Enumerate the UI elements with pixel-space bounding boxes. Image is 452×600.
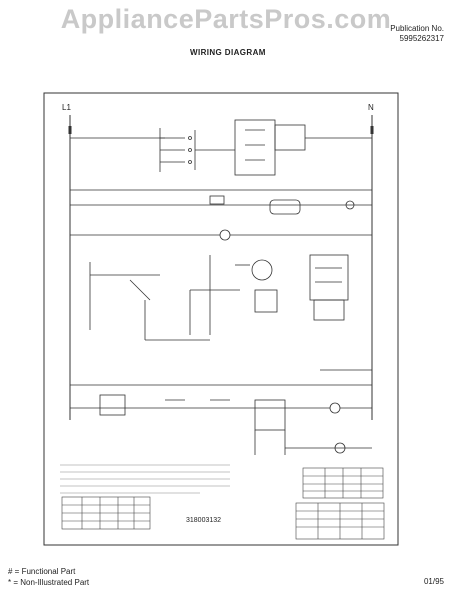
publication-number: 5995262317 — [399, 34, 445, 43]
door-lock-circuit — [70, 369, 372, 455]
legend-functional: # = Functional Part — [8, 567, 76, 576]
schematic-frame — [43, 92, 399, 546]
part-number: 318003132 — [186, 517, 221, 524]
diagram-title: WIRING DIAGRAM — [190, 48, 266, 57]
publication-label: Publication No. — [390, 24, 444, 33]
oven-control-circuit — [89, 254, 349, 341]
surface-element-switches — [70, 119, 372, 176]
legend: # = Functional Part * = Non-Illustrated … — [8, 566, 89, 588]
revision-date: 01/95 — [423, 577, 444, 586]
lamp-circuit — [70, 189, 372, 215]
l1-label: L1 — [62, 103, 71, 112]
switch-table-right — [295, 467, 385, 540]
publication-block: Publication No. 5995262317 — [390, 24, 444, 44]
switch-table-left — [61, 496, 151, 530]
neutral-label: N — [368, 103, 374, 112]
clock-circuit — [70, 229, 372, 241]
watermark: AppliancePartsPros.com — [60, 4, 392, 34]
notes-block — [60, 464, 230, 494]
legend-non-illustrated: * = Non-Illustrated Part — [8, 578, 90, 587]
